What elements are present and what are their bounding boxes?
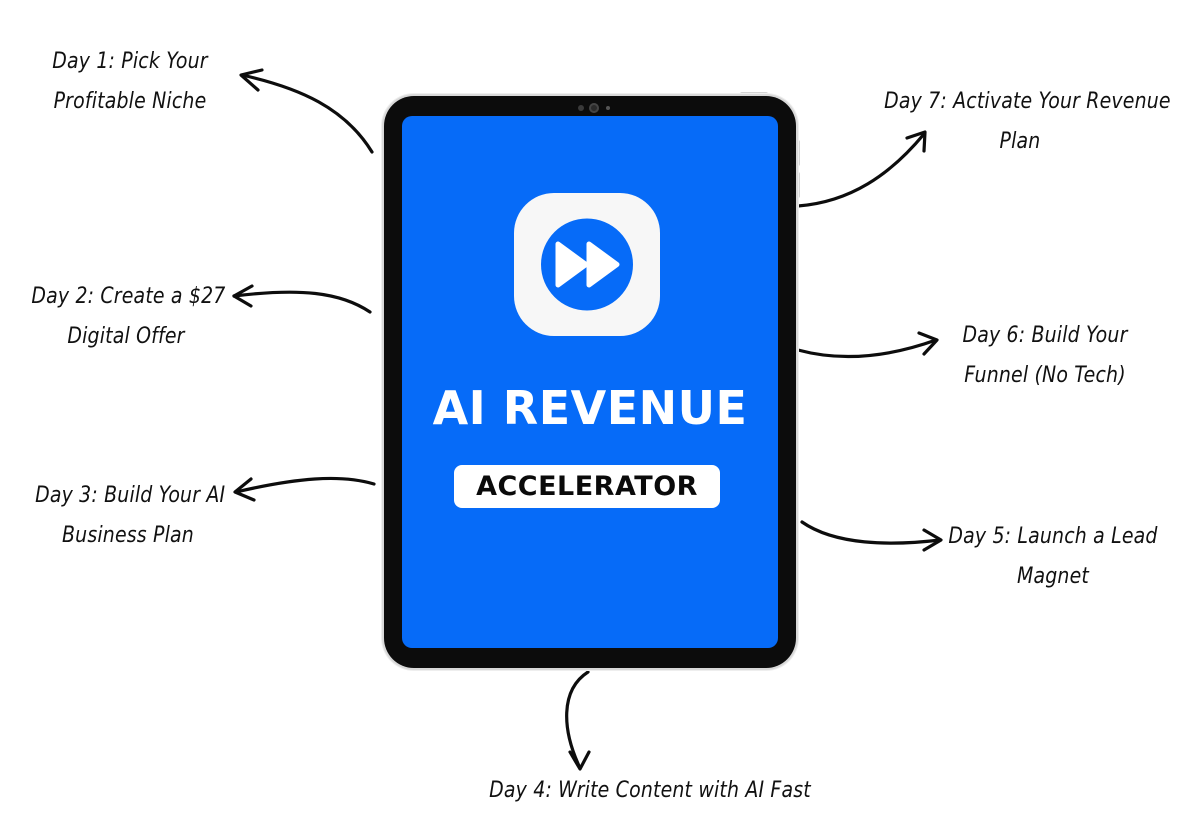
tablet-screen: AI REVENUE ACCELERATOR	[402, 116, 778, 648]
arrow-day-5	[800, 520, 943, 552]
arrow-day-3	[233, 476, 376, 502]
product-subtitle-badge: ACCELERATOR	[454, 465, 720, 508]
tablet-top-button	[740, 92, 768, 96]
product-title: AI REVENUE	[432, 381, 748, 435]
tablet-device: AI REVENUE ACCELERATOR	[384, 96, 796, 668]
tablet-camera	[552, 102, 632, 114]
day-4-label: Day 4: Write Content with AI Fast	[489, 778, 811, 803]
arrow-day-6	[796, 331, 939, 359]
fast-forward-icon	[514, 193, 660, 336]
tablet-volume-up-button	[796, 140, 800, 166]
arrow-day-1	[239, 68, 374, 154]
arrow-day-7	[796, 130, 927, 208]
arrow-day-2	[232, 284, 372, 314]
tablet-volume-down-button	[796, 172, 800, 198]
arrow-day-4	[565, 670, 591, 771]
